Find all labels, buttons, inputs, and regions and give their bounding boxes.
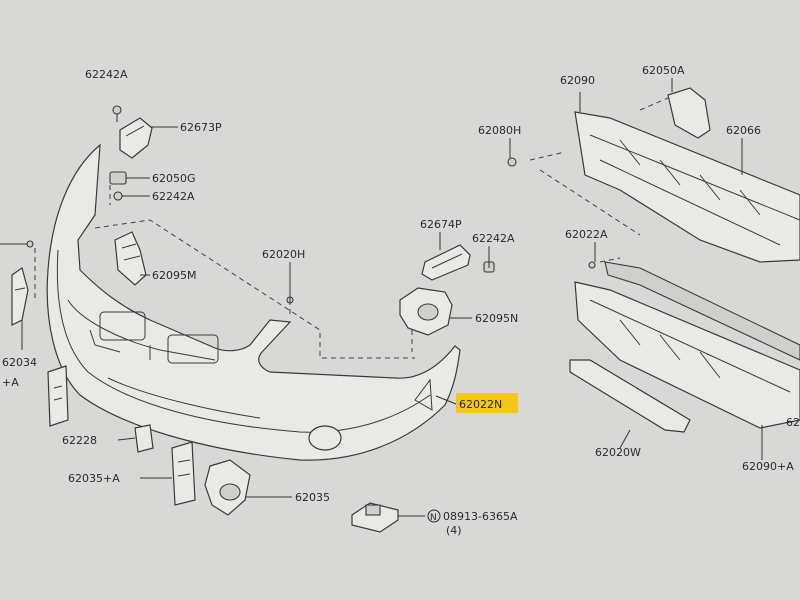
front-bumper-fascia [46, 143, 461, 461]
label-08913-qty: (4) [446, 524, 462, 537]
fog-lamp-hole [308, 425, 342, 451]
label-62034: 62034 [2, 356, 37, 369]
part-08913-nut [351, 502, 399, 533]
label-62095N: 62095N [475, 312, 518, 325]
part-62020W-strip [569, 359, 691, 433]
label-62020W: 62020W [595, 446, 641, 459]
part-62030-reinforcement [574, 111, 800, 263]
label-62-edge: 62 [786, 416, 800, 429]
part-62022A-screw [588, 261, 596, 269]
label-62673P: 62673P [180, 121, 222, 134]
leader-lines [21, 78, 763, 517]
label-plusA-left: +A [2, 376, 19, 389]
part-62034-side-bracket [0, 240, 34, 326]
label-62020H: 62020H [262, 248, 305, 261]
label-62242A-right: 62242A [472, 232, 515, 245]
label-62022A: 62022A [565, 228, 608, 241]
part-62228-cap [134, 424, 154, 453]
label-08913: 08913-6365A [443, 510, 518, 523]
label-62242A-mid: 62242A [152, 190, 195, 203]
label-62090: 62090 [560, 74, 595, 87]
label-62228: 62228 [62, 434, 97, 447]
circle-n-icon [427, 509, 441, 523]
label-62066: 62066 [726, 124, 761, 137]
label-62035: 62035 [295, 491, 330, 504]
label-62095M: 62095M [152, 269, 196, 282]
part-62035-bracket [204, 459, 251, 516]
label-62090A: 62090+A [742, 460, 794, 473]
label-62035A: 62035+A [68, 472, 120, 485]
callout-labels: 62242A 62673P 62050G 62242A 62095M 62020… [2, 64, 800, 537]
label-62050A: 62050A [642, 64, 685, 77]
label-62050G: 62050G [152, 172, 196, 185]
part-62090A-absorber [574, 261, 800, 429]
part-62095M-bracket [114, 231, 147, 286]
part-62050G-clip [109, 171, 127, 185]
part-62673P-bracket [119, 117, 153, 159]
part-62080H-screw [507, 157, 517, 167]
part-62242A-bolt-mid [113, 191, 123, 201]
part-62050A-bracket [667, 87, 711, 139]
part-62674P-bracket [421, 244, 471, 281]
label-62022N: 62022N [459, 398, 502, 411]
part-62035A-plate [171, 441, 196, 506]
label-62242A-top: 62242A [85, 68, 128, 81]
label-08913-prefix: N [430, 513, 437, 523]
label-62674P: 62674P [420, 218, 462, 231]
part-plusA-left-plate [47, 365, 69, 427]
callout-highlight [456, 393, 518, 413]
part-62242A-bolt-top [112, 105, 122, 122]
part-62095N-bracket [399, 287, 453, 336]
label-62080H: 62080H [478, 124, 521, 137]
